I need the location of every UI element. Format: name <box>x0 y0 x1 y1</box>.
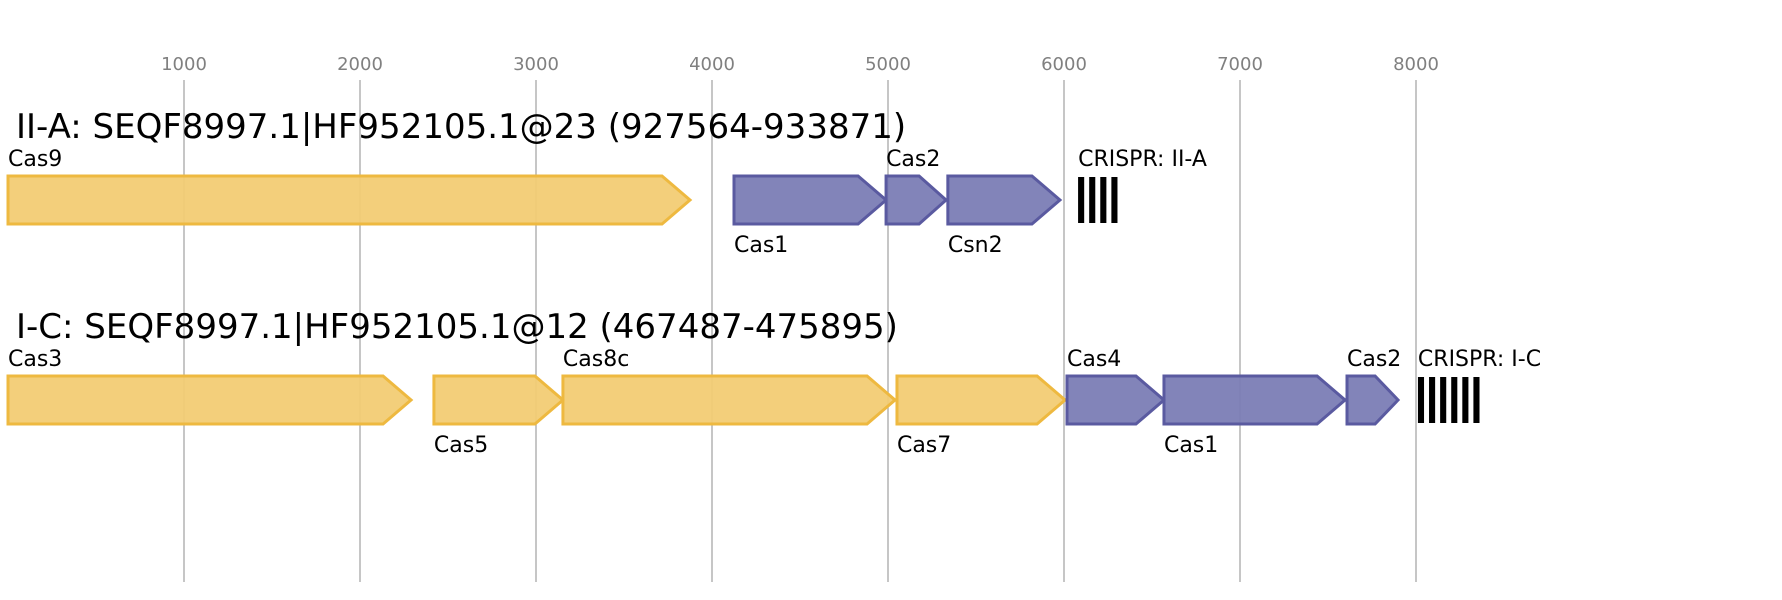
crispr-repeat-bar <box>1417 377 1425 423</box>
gene-label: Cas9 <box>8 147 62 172</box>
axis-tick-label: 4000 <box>689 54 735 75</box>
gene-label: Csn2 <box>948 233 1003 258</box>
gene-label: Cas3 <box>8 347 62 372</box>
axis-tick-label: 3000 <box>513 54 559 75</box>
gene-label: Cas7 <box>897 433 951 458</box>
gene-label: Cas2 <box>1347 347 1401 372</box>
gene-arrow-cas2 <box>884 174 949 226</box>
crispr-repeat-bar <box>1451 377 1458 423</box>
locus-title: I-C: SEQF8997.1|HF952105.1@12 (467487-47… <box>16 307 898 347</box>
axis-tick-label: 7000 <box>1217 54 1263 75</box>
crispr-label: CRISPR: II-A <box>1078 147 1207 172</box>
gene-arrow-cas9 <box>6 174 693 226</box>
gene-arrow-cas4 <box>1065 374 1167 426</box>
gene-arrow-cas2 <box>1345 374 1401 426</box>
gene-label: Cas5 <box>434 433 488 458</box>
crispr-repeat-bar <box>1111 177 1118 223</box>
gene-arrow-csn2 <box>946 174 1063 226</box>
gene-label: Cas1 <box>1164 433 1218 458</box>
axis-tick-label: 1000 <box>161 54 207 75</box>
gene-arrow-cas5 <box>432 374 566 426</box>
crispr-repeat-bar <box>1429 377 1436 423</box>
gene-label: Cas1 <box>734 233 788 258</box>
axis-tick-label: 2000 <box>337 54 383 75</box>
gene-label: Cas8c <box>563 347 629 372</box>
gene-label: Cas2 <box>886 147 940 172</box>
locus-track-0: II-A: SEQF8997.1|HF952105.1@23 (927564-9… <box>6 107 1207 258</box>
gene-arrow-cas7 <box>895 374 1068 426</box>
locus-title: II-A: SEQF8997.1|HF952105.1@23 (927564-9… <box>16 107 906 147</box>
crispr-repeat-bar <box>1078 177 1085 223</box>
gene-arrow-cas3 <box>6 374 414 426</box>
crispr-repeat-bar <box>1100 177 1107 223</box>
crispr-repeat-bar <box>1089 177 1096 223</box>
axis-tick-label: 5000 <box>865 54 911 75</box>
gene-arrow-cas1 <box>1162 374 1348 426</box>
gene-arrow-cas8c <box>561 374 898 426</box>
crispr-label: CRISPR: I-C <box>1418 347 1541 372</box>
axis-tick-label: 8000 <box>1393 54 1439 75</box>
crispr-repeat-bar <box>1462 377 1469 423</box>
locus-track-1: I-C: SEQF8997.1|HF952105.1@12 (467487-47… <box>6 307 1541 458</box>
axis-tick-label: 6000 <box>1041 54 1087 75</box>
gene-arrow-cas1 <box>732 174 889 226</box>
gene-label: Cas4 <box>1067 347 1121 372</box>
crispr-repeat-bar <box>1440 377 1447 423</box>
crispr-repeat-bar <box>1473 377 1480 423</box>
